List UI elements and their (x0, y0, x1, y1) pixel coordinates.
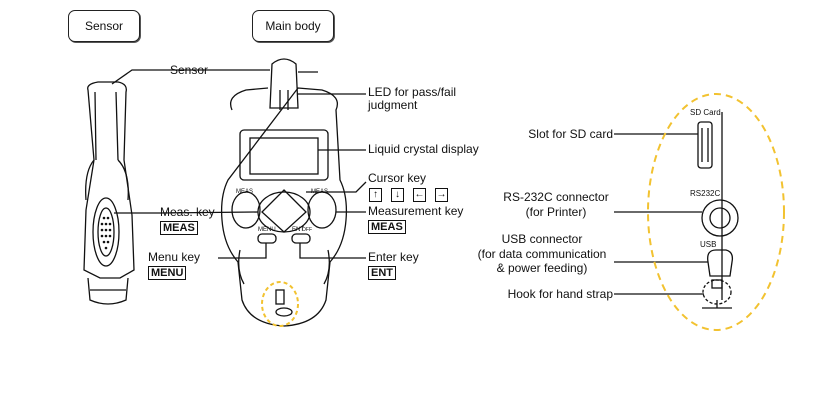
usb-sub-label-1: (for data communication (477, 247, 607, 261)
sensor-label: Sensor (170, 63, 209, 77)
measurement-key-cap: MEAS (368, 220, 406, 234)
hook-label: Hook for hand strap (507, 287, 613, 301)
connector-side (614, 112, 739, 309)
cursor-up-icon: ↑ (369, 188, 382, 202)
device-meas-right-text: MEAS (311, 189, 329, 195)
device-menu-text: MENU (258, 227, 276, 233)
device-sd-card-text: SD Card (690, 108, 721, 117)
connector-highlight (647, 93, 785, 331)
rs232c-label: RS-232C connector (503, 190, 609, 204)
hook-highlight (261, 281, 299, 327)
menu-key-label: Menu key (148, 250, 201, 264)
rs232c-sub-label: (for Printer) (525, 205, 587, 219)
device-usb-text: USB (700, 240, 717, 249)
main-body-device (159, 58, 367, 327)
cursor-down-icon: ↓ (391, 188, 404, 202)
enter-key-label: Enter key (368, 250, 419, 264)
cursor-key-label: Cursor key (368, 171, 427, 185)
sensor-tab: Sensor (68, 10, 140, 42)
device-ent-text: ENT (292, 227, 304, 233)
sensor-probe (83, 69, 168, 305)
main-body-tab: Main body (252, 10, 334, 42)
device-meas-left-text: MEAS (236, 189, 254, 195)
enter-key-cap: ENT (368, 266, 396, 280)
cursor-right-icon: → (435, 188, 448, 202)
device-off-text: OFF (302, 227, 312, 233)
meas-key-cap: MEAS (160, 221, 198, 235)
sd-slot-label: Slot for SD card (528, 127, 613, 141)
lcd-label: Liquid crystal display (368, 142, 479, 156)
meas-key-label: Meas. key (160, 205, 215, 219)
measurement-key-label: Measurement key (368, 204, 464, 218)
led-label: LED for pass/fail judgment (368, 85, 457, 112)
device-rs232c-text: RS232C (690, 189, 721, 198)
cursor-left-icon: ← (413, 188, 426, 202)
usb-sub-label-2: & power feeding) (496, 261, 588, 275)
usb-label: USB connector (501, 232, 583, 246)
menu-key-cap: MENU (148, 266, 187, 280)
sensor-dots (100, 216, 112, 250)
